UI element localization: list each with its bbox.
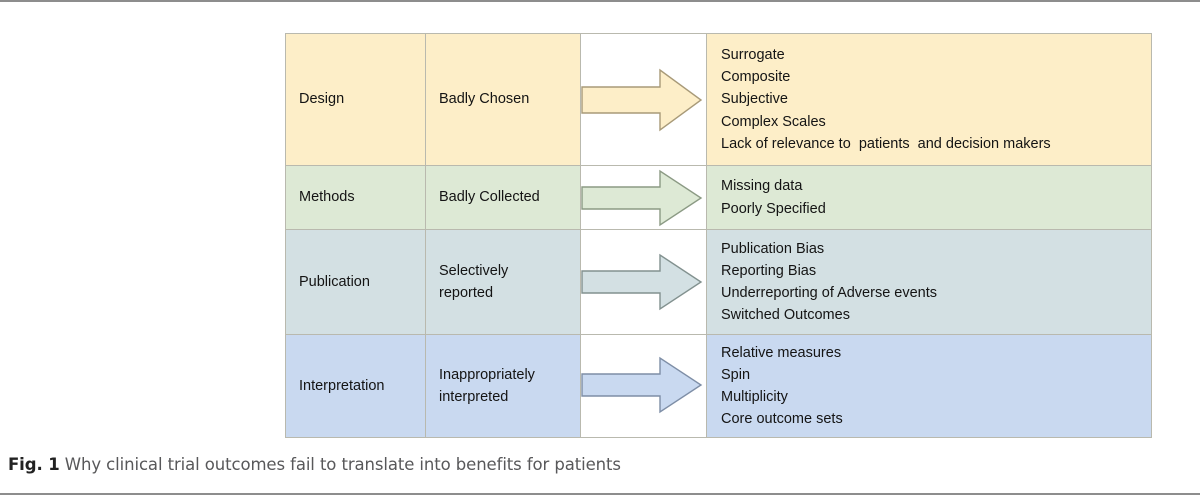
row-outcomes-cell: Publication Bias Reporting Bias Underrep… bbox=[706, 229, 1152, 335]
row-outcomes-list: Missing data Poorly Specified bbox=[707, 168, 1151, 226]
row-description-label: Badly Chosen bbox=[439, 91, 530, 108]
list-item: Complex Scales bbox=[721, 113, 826, 130]
list-item: Switched Outcomes bbox=[721, 307, 850, 324]
row-category-cell: Publication bbox=[285, 229, 426, 335]
row-arrow-cell bbox=[580, 333, 707, 439]
list-item: Reporting Bias bbox=[721, 262, 817, 279]
row-description-cell: Badly Collected bbox=[425, 165, 581, 230]
list-item: Surrogate bbox=[721, 47, 785, 64]
table-row: Design Badly Chosen Surrogate Composi bbox=[285, 33, 1152, 166]
row-description-label: Badly Collected bbox=[439, 189, 540, 206]
row-category-label: Publication bbox=[299, 273, 370, 290]
row-arrow-cell bbox=[580, 165, 707, 230]
row-arrow-cell bbox=[580, 229, 707, 335]
row-description-cell: Badly Chosen bbox=[425, 33, 581, 166]
row-outcomes-list: Relative measures Spin Multiplicity Core… bbox=[707, 335, 1151, 437]
table-row: Publication Selectively reported Publica… bbox=[285, 229, 1152, 335]
row-category-cell: Design bbox=[285, 33, 426, 166]
list-item: Relative measures bbox=[721, 345, 842, 361]
right-arrow-icon bbox=[581, 351, 706, 421]
figure-caption-text: Why clinical trial outcomes fail to tran… bbox=[64, 455, 621, 474]
row-outcomes-cell: Relative measures Spin Multiplicity Core… bbox=[706, 333, 1152, 439]
row-outcomes-cell: Missing data Poorly Specified bbox=[706, 165, 1152, 230]
row-category-label: Interpretation bbox=[299, 378, 385, 395]
right-arrow-icon bbox=[581, 247, 706, 317]
list-item: Multiplicity bbox=[721, 389, 788, 406]
failure-modes-table: Design Badly Chosen Surrogate Composi bbox=[285, 33, 1152, 439]
table-row: Methods Badly Collected Missing data P bbox=[285, 165, 1152, 230]
list-item: Lack of relevance to patients and decisi… bbox=[721, 135, 1051, 152]
table-row: Interpretation Inappropriately interpret… bbox=[285, 333, 1152, 439]
list-item: Subjective bbox=[721, 91, 788, 108]
row-arrow-cell bbox=[580, 33, 707, 166]
figure-number: Fig. 1 bbox=[8, 455, 60, 474]
row-category-cell: Methods bbox=[285, 165, 426, 230]
top-divider bbox=[0, 0, 1200, 2]
list-item: Spin bbox=[721, 367, 751, 384]
row-outcomes-list: Publication Bias Reporting Bias Underrep… bbox=[707, 231, 1151, 333]
row-description-cell: Inappropriately interpreted bbox=[425, 333, 581, 439]
list-item: Composite bbox=[721, 69, 791, 86]
list-item: Core outcome sets bbox=[721, 411, 843, 428]
bottom-divider bbox=[0, 493, 1200, 495]
row-category-cell: Interpretation bbox=[285, 333, 426, 439]
list-item: Missing data bbox=[721, 178, 803, 195]
row-outcomes-cell: Surrogate Composite Subjective Complex S… bbox=[706, 33, 1152, 166]
right-arrow-icon bbox=[581, 65, 706, 135]
row-category-label: Design bbox=[299, 91, 345, 108]
row-description-label: Inappropriately interpreted bbox=[439, 367, 535, 406]
row-outcomes-list: Surrogate Composite Subjective Complex S… bbox=[707, 37, 1151, 161]
row-category-label: Methods bbox=[299, 189, 355, 206]
table-body: Design Badly Chosen Surrogate Composi bbox=[285, 33, 1152, 439]
right-arrow-icon bbox=[581, 167, 706, 229]
row-description-label: Selectively reported bbox=[439, 262, 509, 301]
row-description-cell: Selectively reported bbox=[425, 229, 581, 335]
list-item: Publication Bias bbox=[721, 240, 825, 257]
list-item: Underreporting of Adverse events bbox=[721, 285, 938, 301]
figure-caption: Fig. 1 Why clinical trial outcomes fail … bbox=[8, 455, 1192, 474]
list-item: Poorly Specified bbox=[721, 200, 826, 217]
